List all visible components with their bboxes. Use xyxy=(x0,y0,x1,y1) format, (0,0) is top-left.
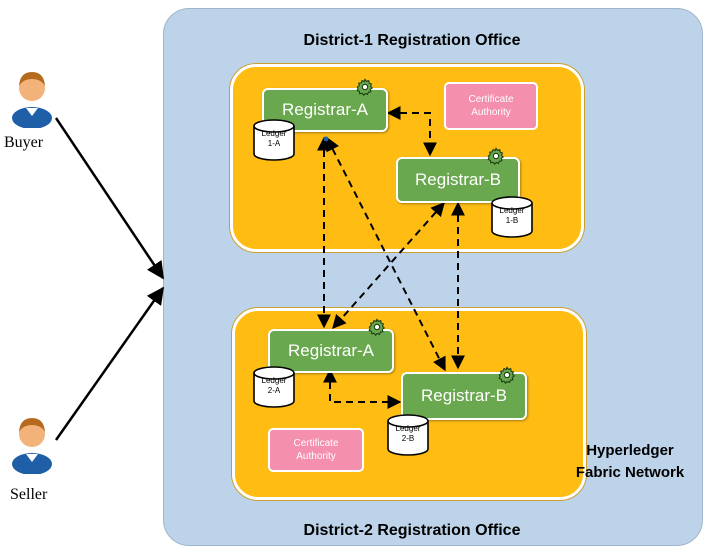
database-icon xyxy=(253,119,295,161)
district-2-title: District-2 Registration Office xyxy=(303,522,521,539)
district-1-title: District-1 Registration Office xyxy=(303,32,521,49)
ledger-2a: Ledger 2-A xyxy=(252,366,296,408)
person-icon xyxy=(12,418,52,474)
gear-icon xyxy=(487,147,505,165)
database-icon xyxy=(387,414,429,456)
link-d2a-d2b xyxy=(323,368,402,409)
database-icon xyxy=(253,366,295,408)
d1-certificate-authority: Certificate Authority xyxy=(444,82,538,130)
ledger-1a: Ledger 1-A xyxy=(252,119,296,161)
gear-icon xyxy=(368,318,386,336)
ledger-2b: Ledger 2-B xyxy=(386,414,430,456)
d2-registrar-a: Registrar-A xyxy=(268,329,394,373)
buyer-arrow xyxy=(54,117,165,280)
ledger-1b: Ledger 1-B xyxy=(490,196,534,238)
gear-icon xyxy=(498,366,516,384)
database-icon xyxy=(491,196,533,238)
link-d1a-d2b xyxy=(326,136,446,372)
link-d1a-d1b xyxy=(386,106,437,157)
buyer-label: Buyer xyxy=(4,134,44,151)
d1-registrar-b: Registrar-B xyxy=(396,157,520,203)
person-icon xyxy=(12,72,52,128)
network-label: Hyperledger Fabric Network xyxy=(575,442,685,481)
seller-arrow xyxy=(54,286,165,441)
seller-label: Seller xyxy=(10,486,48,503)
link-d1b-d2a xyxy=(332,201,445,330)
d2-certificate-authority: Certificate Authority xyxy=(268,428,364,472)
gear-icon xyxy=(356,78,374,96)
